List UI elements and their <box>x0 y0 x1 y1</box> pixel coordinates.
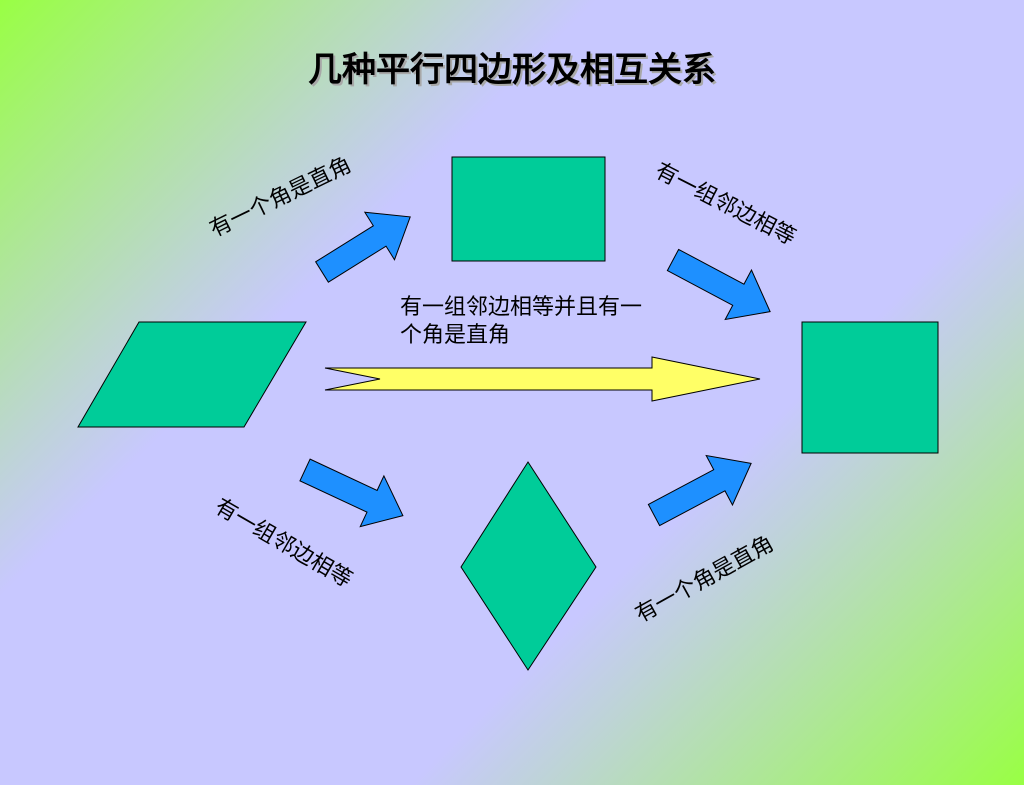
rhombus-shape <box>460 461 597 671</box>
arrow-rhombus-to-square <box>647 454 752 527</box>
parallelogram-shape <box>77 321 307 428</box>
square-shape <box>801 321 939 454</box>
label-para-to-square: 有一组邻边相等并且有一个角是直角 <box>400 295 643 348</box>
slide-title: 几种平行四边形及相互关系 <box>308 50 716 90</box>
arrow-parallelogram-to-rectangle <box>314 211 411 283</box>
arrow-parallelogram-to-square <box>324 356 761 402</box>
rectangle-shape <box>451 156 606 262</box>
arrow-rectangle-to-square <box>666 248 771 321</box>
arrow-parallelogram-to-rhombus <box>299 458 404 528</box>
